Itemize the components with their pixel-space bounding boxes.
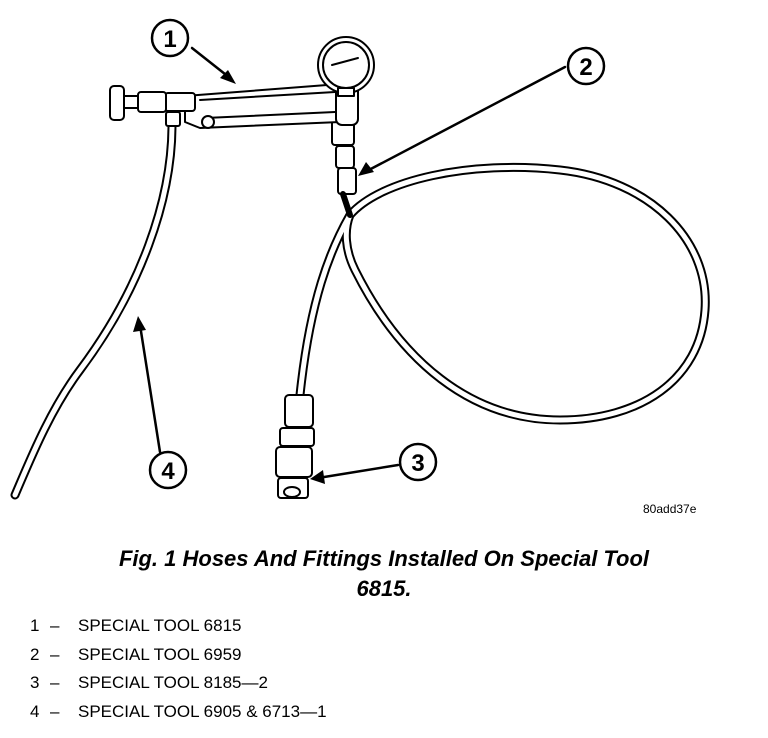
callout-4: 4: [161, 458, 175, 485]
legend-dash: –: [50, 644, 60, 664]
legend-item: 4–SPECIAL TOOL 6905 & 6713—1: [30, 698, 327, 727]
legend-number: 3: [30, 673, 40, 692]
legend-dash: –: [50, 616, 60, 635]
hose-fittings-diagram: 1 2 3 4: [10, 18, 710, 500]
legend-number: 1: [30, 616, 40, 635]
legend-dash: –: [50, 673, 60, 692]
callout-3: 3: [411, 450, 424, 477]
legend-dash: –: [50, 701, 60, 721]
legend-item: 3–SPECIAL TOOL 8185—2: [30, 669, 327, 698]
legend-text: SPECIAL TOOL 8185—2: [78, 673, 268, 692]
callout-2: 2: [579, 54, 592, 81]
legend-item: 1–SPECIAL TOOL 6815: [30, 612, 327, 641]
figure-caption: Fig. 1 Hoses And Fittings Installed On S…: [14, 544, 754, 604]
special-tool-6815: [109, 36, 375, 129]
legend-list: 1–SPECIAL TOOL 6815 2–SPECIAL TOOL 6959 …: [30, 612, 327, 726]
callout-1: 1: [163, 26, 176, 53]
legend-text: SPECIAL TOOL 6905 & 6713—1: [78, 701, 327, 721]
caption-line-2: 6815.: [356, 576, 412, 601]
legend-number: 4: [30, 701, 40, 721]
hose-2-loop: [295, 162, 710, 425]
leader-arrows: [138, 46, 567, 480]
callout-1-circle: [150, 18, 190, 58]
legend-number: 2: [30, 644, 40, 664]
callout-4-circle: [148, 450, 188, 490]
hose-4: [10, 120, 177, 500]
legend-text: SPECIAL TOOL 6815: [78, 616, 242, 635]
fitting-3: [275, 394, 315, 499]
callout-2-circle: [566, 46, 606, 86]
fitting-2: [331, 114, 357, 218]
legend-text: SPECIAL TOOL 6959: [78, 644, 242, 664]
caption-line-1: Fig. 1 Hoses And Fittings Installed On S…: [118, 546, 650, 571]
callout-3-circle: [398, 442, 438, 482]
legend-item: 2–SPECIAL TOOL 6959: [30, 641, 327, 670]
figure-code: 80add37e: [643, 502, 697, 516]
